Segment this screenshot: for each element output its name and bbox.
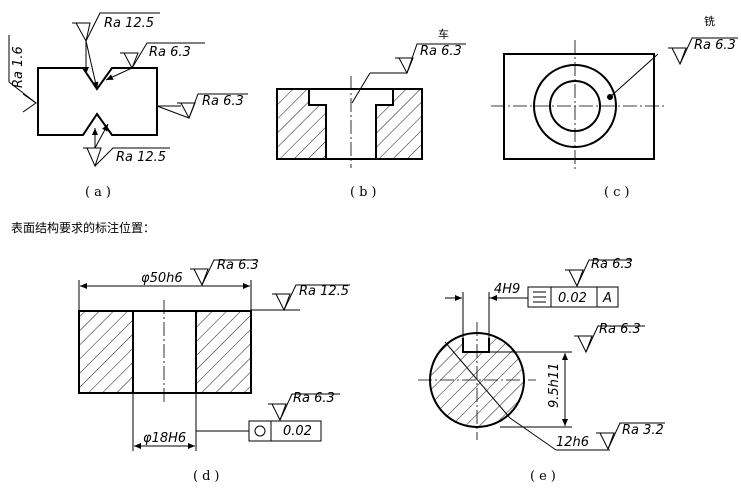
tolerance-frame-d: 0.02 bbox=[248, 420, 322, 442]
caption-a: (a) bbox=[85, 185, 115, 200]
figure-b: Ra 6.3 车 (b) bbox=[276, 27, 466, 200]
figure-c-top: Ra 6.3 铣 (c) bbox=[491, 14, 738, 200]
dim-keyway-width: 4H9 bbox=[494, 282, 520, 297]
block-outline bbox=[78, 310, 252, 394]
caption-d: (d) bbox=[193, 469, 223, 484]
roughness-symbol-e-top: Ra 6.3 bbox=[565, 257, 633, 288]
roughness-symbol-e-right: Ra 6.3 bbox=[574, 322, 645, 354]
ra-label-right: Ra 6.3 bbox=[202, 94, 244, 109]
process-label-b: 车 bbox=[438, 27, 449, 41]
roughness-symbol-upper-right: Ra 6.3 bbox=[105, 42, 205, 81]
section-heading: 表面结构要求的标注位置： bbox=[11, 220, 155, 235]
caption-c: (c) bbox=[604, 185, 633, 200]
caption-b: (b) bbox=[350, 185, 380, 200]
tolerance-frame-e: 0.02 A bbox=[527, 286, 619, 308]
roughness-symbol-e-bottom: Ra 3.2 bbox=[596, 422, 665, 451]
roughness-symbol-d-bottom: Ra 6.3 bbox=[268, 391, 340, 422]
roughness-symbol-left: Ra 1.6 bbox=[8, 35, 37, 113]
dim-bottom-d: φ18H6 bbox=[143, 431, 186, 446]
ra-label-d-right: Ra 12.5 bbox=[299, 284, 349, 299]
roughness-symbol-bottom: Ra 12.5 bbox=[83, 123, 170, 168]
roughness-symbol-d-right: Ra 12.5 bbox=[251, 284, 350, 312]
figure-e: 4H9 0.02 A Ra 6.3 9.5h11 Ra 6.3 bbox=[418, 257, 665, 484]
roughness-symbol-b: Ra 6.3 车 bbox=[351, 27, 466, 104]
roughness-symbol-d-top: Ra 6.3 bbox=[190, 258, 259, 287]
dim-diameter-e: 12h6 bbox=[556, 435, 589, 450]
ra-label-upper-right: Ra 6.3 bbox=[149, 45, 191, 60]
bushing-outline bbox=[276, 88, 423, 160]
ra-label-e-top: Ra 6.3 bbox=[591, 257, 633, 272]
ra-label-b: Ra 6.3 bbox=[420, 44, 462, 59]
roughness-symbol-c: Ra 6.3 铣 bbox=[609, 14, 738, 98]
v-block-outline bbox=[37, 67, 158, 136]
dim-top-d: φ50h6 bbox=[141, 271, 183, 286]
ra-label-top: Ra 12.5 bbox=[104, 16, 154, 31]
ra-label-e-right: Ra 6.3 bbox=[599, 322, 641, 337]
datum-label-e: A bbox=[602, 291, 612, 306]
roughness-symbol-top: Ra 12.5 bbox=[72, 12, 160, 90]
plate-outline bbox=[503, 53, 655, 160]
caption-e: (e) bbox=[530, 469, 560, 484]
roughness-symbol-right: Ra 6.3 bbox=[156, 93, 248, 120]
tolerance-value-d: 0.02 bbox=[283, 424, 312, 439]
dim-depth-e: 9.5h11 bbox=[547, 363, 562, 408]
ra-label-d-top: Ra 6.3 bbox=[217, 258, 259, 273]
ra-label-d-bottom: Ra 6.3 bbox=[293, 391, 335, 406]
ra-label-left: Ra 1.6 bbox=[11, 46, 26, 88]
figure-a: Ra 12.5 Ra 6.3 Ra 6.3 Ra 1.6 bbox=[8, 12, 248, 200]
ra-label-bottom: Ra 12.5 bbox=[116, 150, 166, 165]
ra-label-e-bottom: Ra 3.2 bbox=[622, 423, 664, 438]
ra-label-c: Ra 6.3 bbox=[694, 38, 736, 53]
process-label-c: 铣 bbox=[704, 14, 715, 28]
figure-d: φ50h6 Ra 6.3 Ra 12.5 φ18H6 0.02 bbox=[78, 258, 350, 484]
tolerance-value-e: 0.02 bbox=[558, 291, 587, 306]
